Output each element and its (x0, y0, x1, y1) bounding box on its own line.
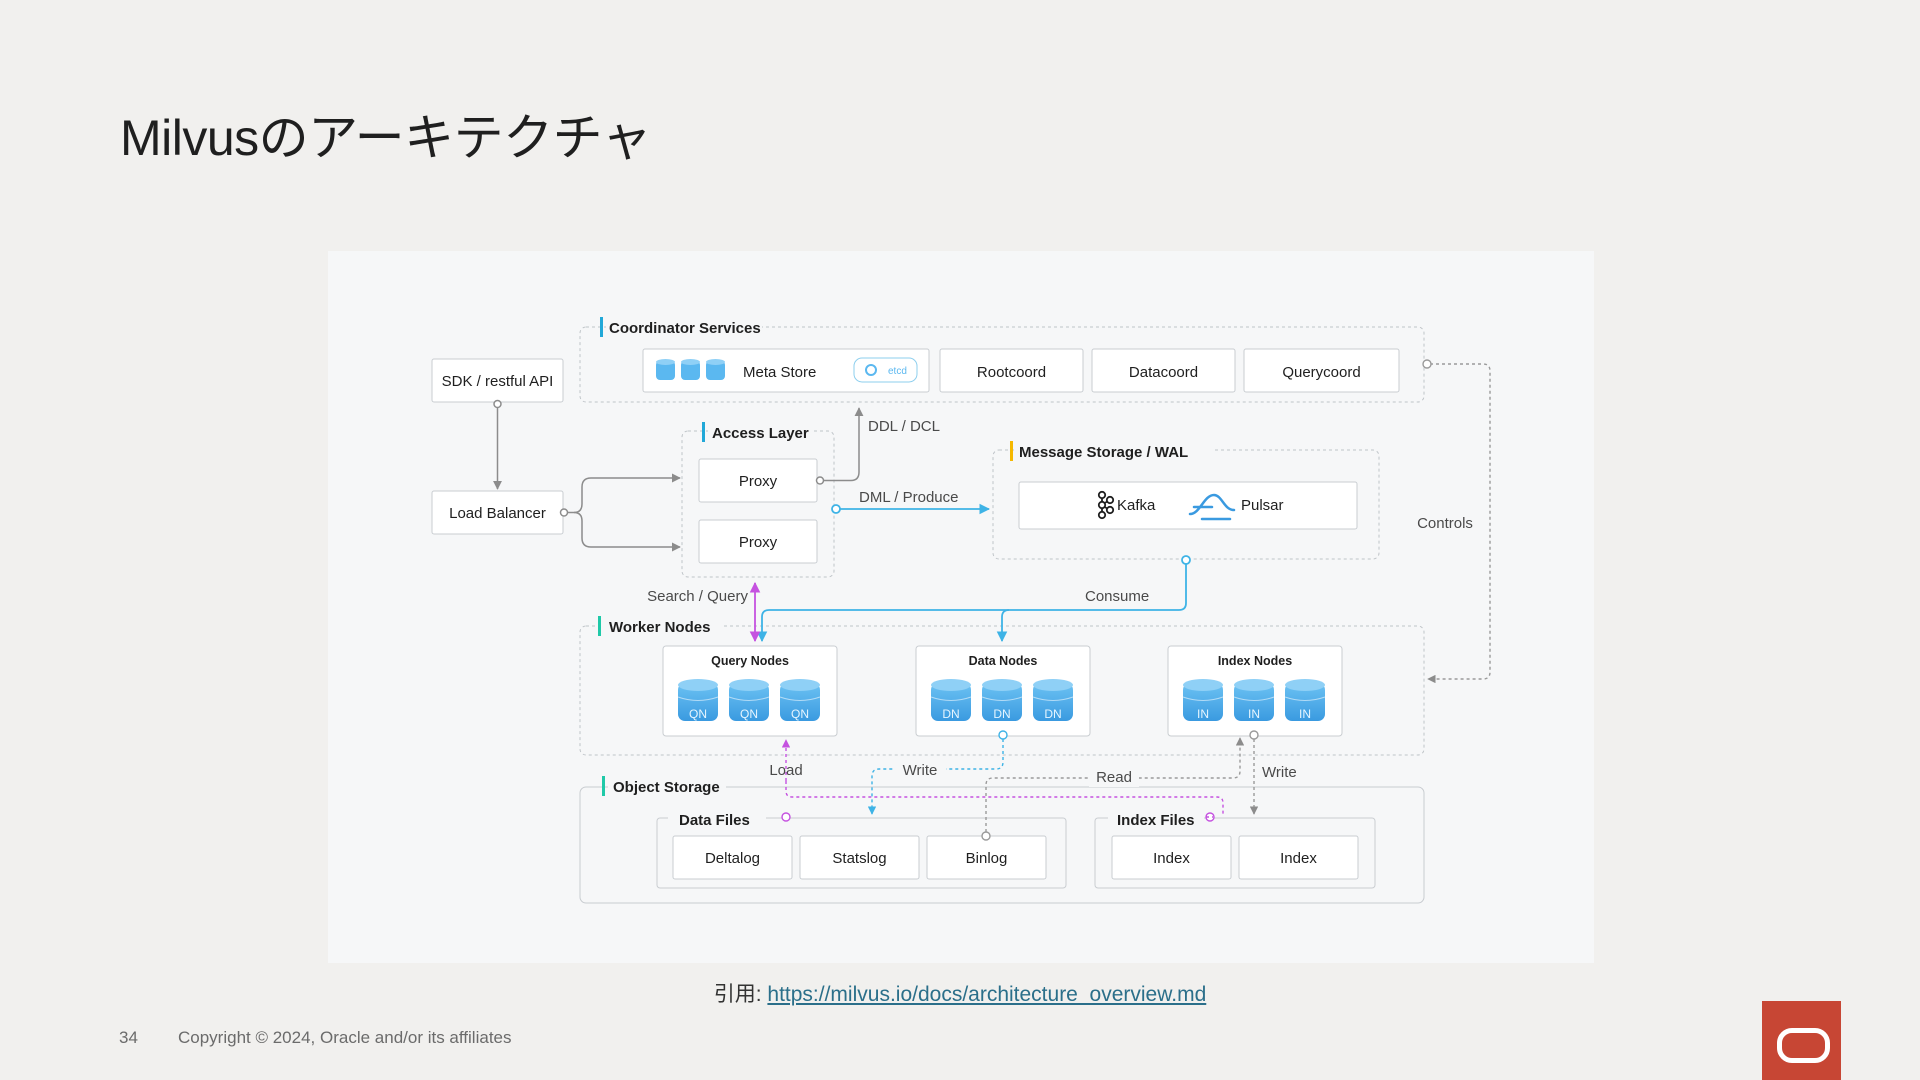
message-storage-accent (1010, 441, 1013, 461)
index-label-2: Index (1280, 850, 1317, 867)
querycoord-label: Querycoord (1282, 364, 1360, 381)
meta-store-database-icon (656, 359, 725, 380)
coordinator-title: Coordinator Services (609, 320, 761, 337)
query-node-cylinder-3: QN (779, 679, 821, 721)
etcd-label: etcd (888, 366, 907, 377)
write-label-index-nodes: Write (1262, 764, 1297, 781)
query-node-label-3: QN (791, 707, 809, 721)
data-files-title: Data Files (679, 812, 750, 829)
proxy-label-2: Proxy (739, 534, 778, 551)
data-node-label-1: DN (942, 707, 959, 721)
data-node-cylinder-2: DN (981, 679, 1023, 721)
oracle-logo (1762, 1001, 1841, 1080)
read-edge (981, 737, 1245, 841)
statslog-box (799, 835, 920, 880)
access-layer-group (681, 430, 835, 578)
search-query-label: Search / Query (647, 588, 748, 605)
pulsar-icon (1188, 493, 1236, 521)
worker-nodes-title: Worker Nodes (609, 619, 710, 636)
index-box-2 (1238, 835, 1359, 880)
worker-nodes-accent (598, 616, 601, 636)
citation-label: 引用: (713, 983, 762, 1006)
data-nodes-title: Data Nodes (969, 654, 1038, 668)
data-node-cylinder-3: DN (1032, 679, 1074, 721)
index-node-cylinder-2: IN (1233, 679, 1275, 721)
access-layer-accent (702, 422, 705, 442)
query-node-label-1: QN (689, 707, 707, 721)
meta-store-label: Meta Store (743, 364, 816, 381)
deltalog-label: Deltalog (705, 850, 760, 867)
proxy-box-2 (698, 519, 818, 564)
load-balancer-label: Load Balancer (449, 505, 546, 522)
index-label-1: Index (1153, 850, 1190, 867)
querycoord-box (1243, 348, 1400, 393)
etcd-badge (853, 357, 918, 383)
kafka-icon (1097, 490, 1115, 520)
read-label: Read (1096, 769, 1132, 786)
statslog-label: Statslog (832, 850, 886, 867)
datacoord-box (1091, 348, 1236, 393)
write-edge-index-nodes (1249, 730, 1259, 815)
ddl-dcl-edge (815, 407, 864, 485)
citation: 引用: https://milvus.io/docs/architecture_… (0, 978, 1920, 1008)
index-node-cylinder-3: IN (1284, 679, 1326, 721)
query-node-cylinder-1: QN (677, 679, 719, 721)
ddl-dcl-label: DDL / DCL (868, 418, 940, 435)
query-nodes-title: Query Nodes (711, 654, 789, 668)
index-node-label-2: IN (1248, 707, 1260, 721)
architecture-diagram: Coordinator Services Access Layer Messag… (328, 251, 1594, 963)
pulsar-label: Pulsar (1241, 497, 1284, 514)
load-balancer-to-proxy-edge (559, 473, 681, 552)
rootcoord-label: Rootcoord (977, 364, 1046, 381)
index-node-cylinder-1: IN (1182, 679, 1224, 721)
binlog-label: Binlog (966, 850, 1008, 867)
index-node-label-1: IN (1197, 707, 1209, 721)
dml-produce-edge (831, 503, 991, 515)
index-files-title: Index Files (1117, 812, 1195, 829)
slide-title: Milvusのアーキテクチャ (120, 110, 652, 166)
load-label: Load (769, 762, 802, 779)
dml-produce-label: DML / Produce (859, 489, 959, 506)
message-storage-title: Message Storage / WAL (1019, 444, 1188, 461)
index-node-label-3: IN (1299, 707, 1311, 721)
controls-label: Controls (1417, 515, 1473, 532)
deltalog-box (672, 835, 793, 880)
data-node-cylinder-1: DN (930, 679, 972, 721)
coordinator-accent (600, 317, 603, 337)
index-box-1 (1111, 835, 1232, 880)
object-storage-accent (602, 776, 605, 796)
query-node-cylinder-2: QN (728, 679, 770, 721)
etcd-icon (865, 364, 877, 376)
citation-link[interactable]: https://milvus.io/docs/architecture_over… (767, 983, 1207, 1006)
data-node-label-3: DN (1044, 707, 1061, 721)
page-number: 34 (119, 1028, 138, 1047)
copyright: Copyright © 2024, Oracle and/or its affi… (178, 1028, 512, 1047)
proxy-label-1: Proxy (739, 473, 778, 490)
write-label-data-nodes: Write (903, 762, 938, 779)
data-node-label-2: DN (993, 707, 1010, 721)
consume-label: Consume (1085, 588, 1149, 605)
object-storage-title: Object Storage (613, 779, 720, 796)
kafka-label: Kafka (1117, 497, 1156, 514)
index-nodes-title: Index Nodes (1218, 654, 1292, 668)
consume-edge (756, 555, 1191, 643)
datacoord-label: Datacoord (1129, 364, 1198, 381)
controls-edge (1422, 359, 1491, 684)
load-edge (781, 739, 1224, 822)
sdk-to-load-balancer-edge (493, 399, 502, 490)
rootcoord-box (939, 348, 1084, 393)
oracle-ring-icon (1777, 1028, 1830, 1063)
sdk-label: SDK / restful API (442, 373, 554, 390)
query-node-label-2: QN (740, 707, 758, 721)
access-layer-title: Access Layer (712, 425, 809, 442)
message-queue-box (1018, 481, 1358, 530)
